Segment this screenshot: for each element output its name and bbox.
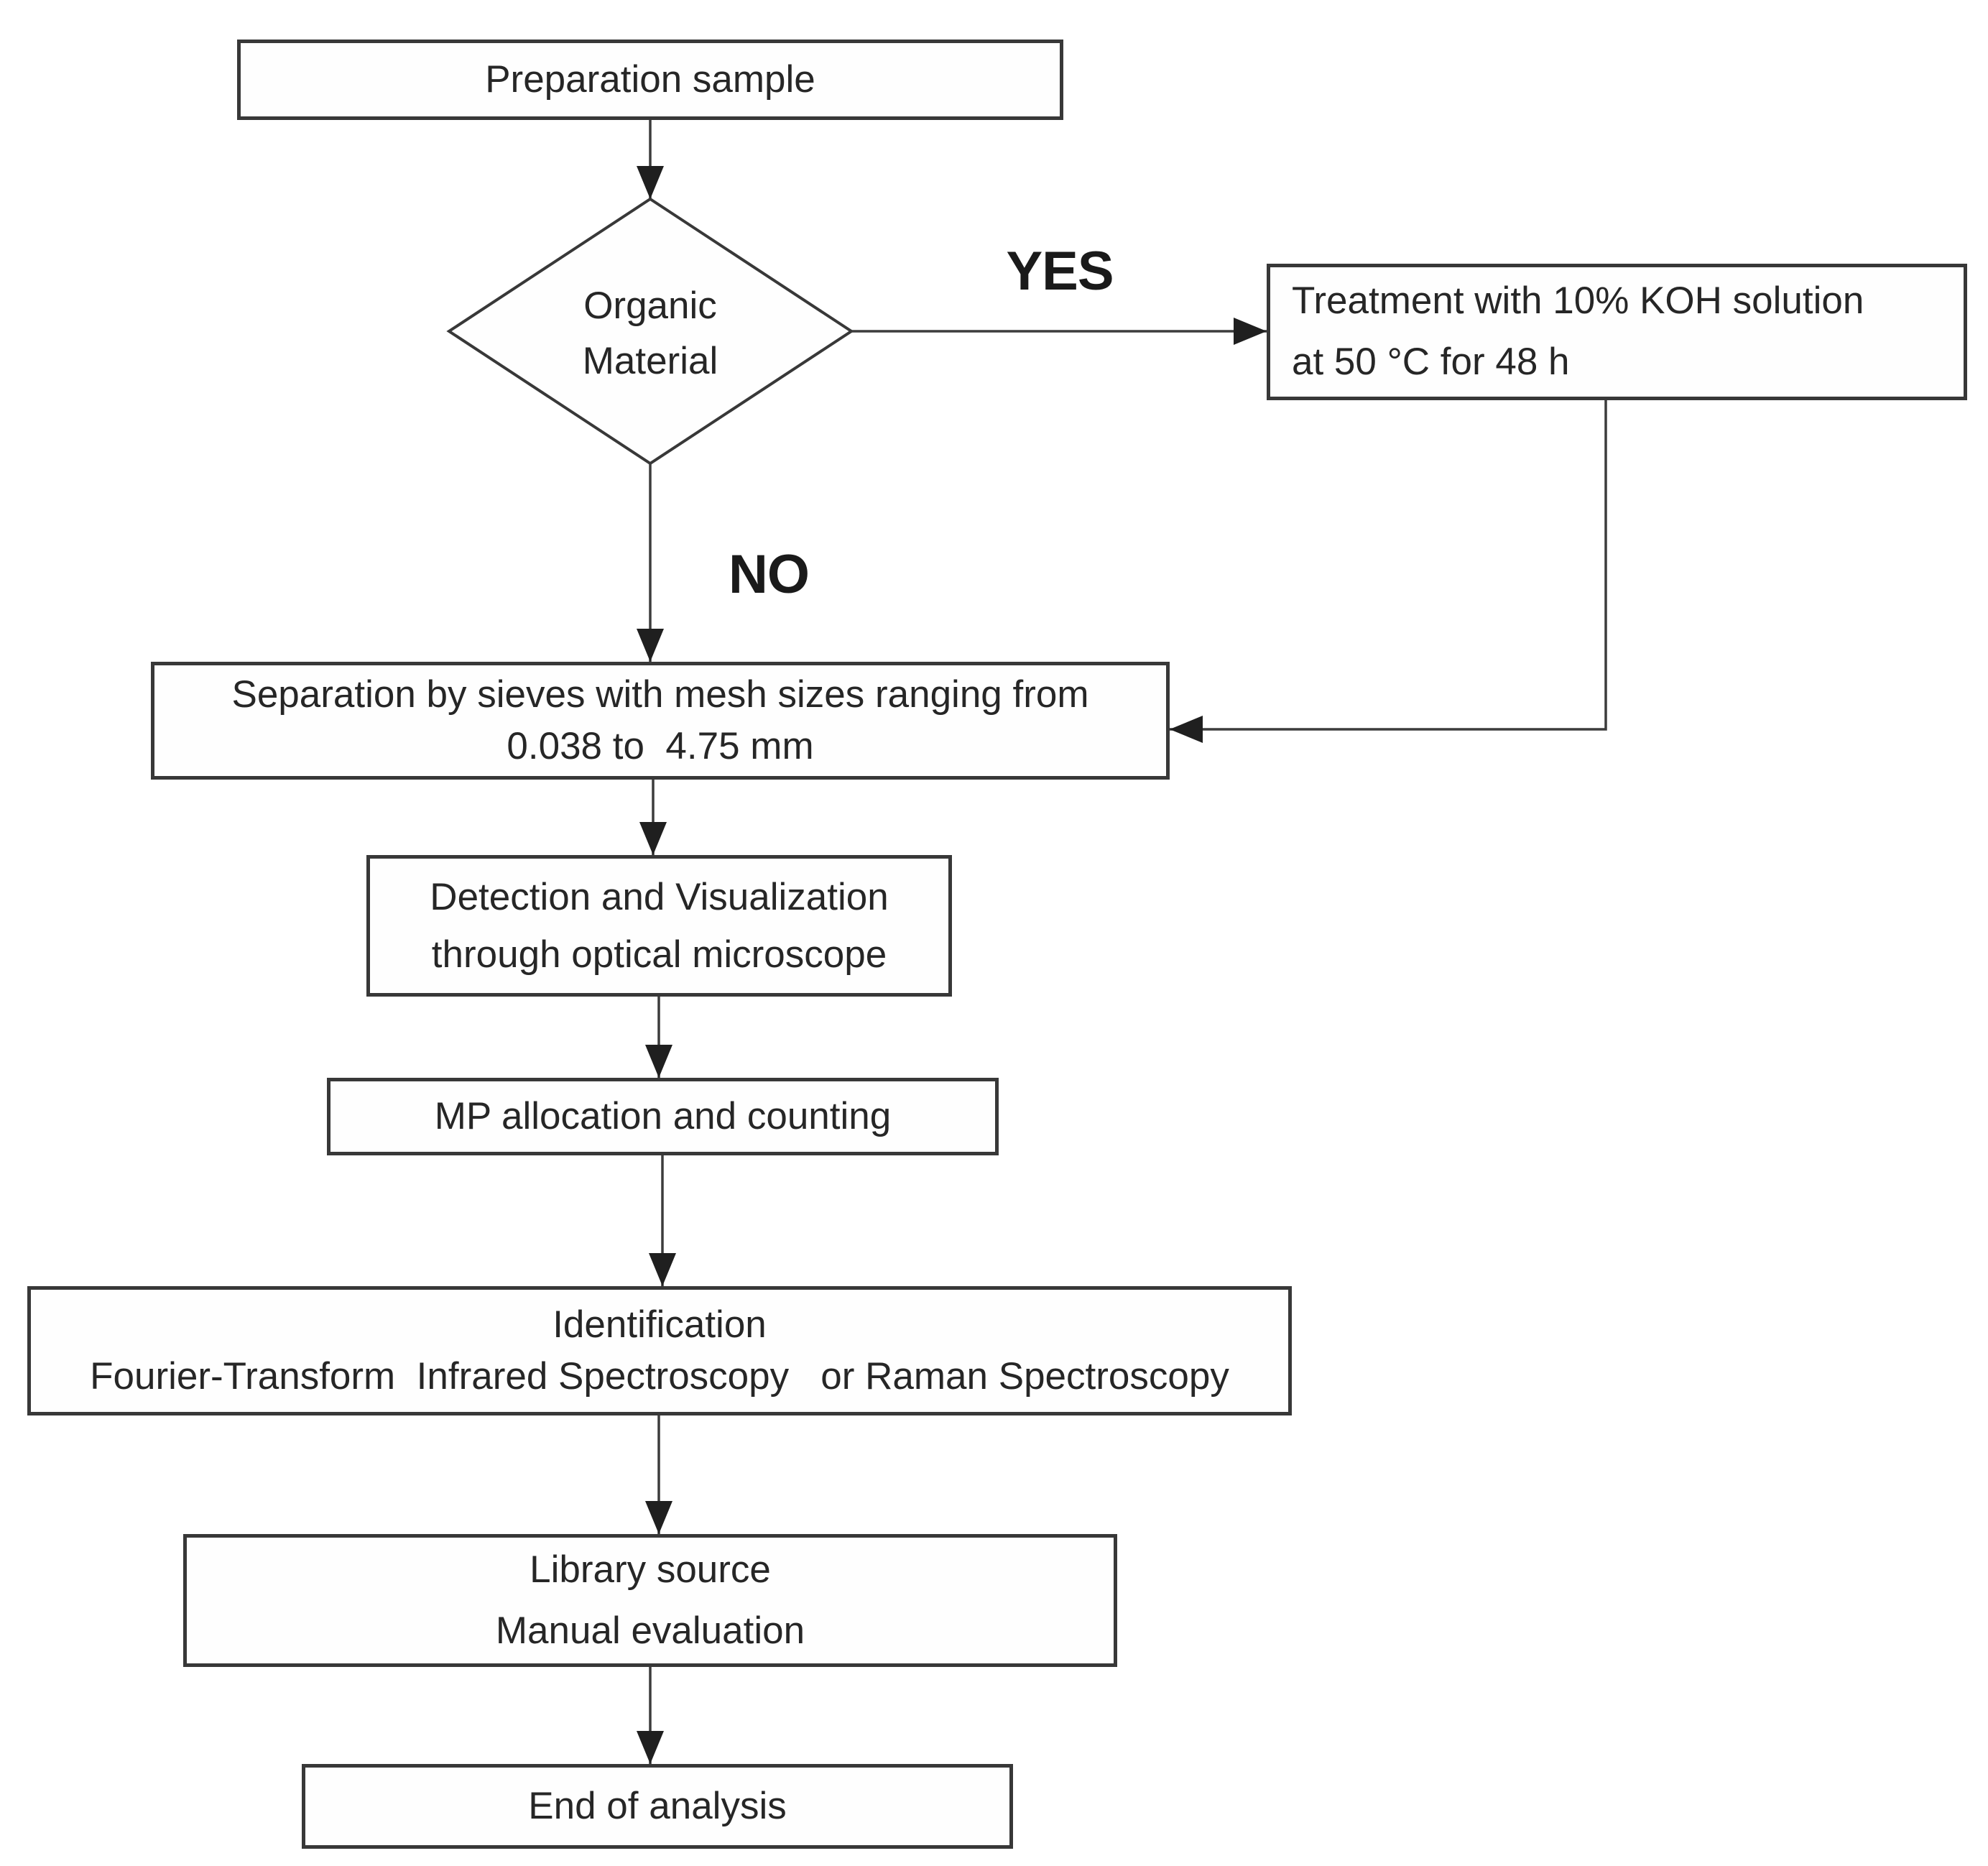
- node-separation: Separation by sieves with mesh sizes ran…: [151, 662, 1170, 780]
- branch-label-no: NO: [729, 544, 810, 605]
- node-end-label: End of analysis: [528, 1784, 787, 1827]
- node-mp-allocation-label: MP allocation and counting: [434, 1094, 892, 1137]
- node-treatment-line2: at 50 °C for 48 h: [1292, 341, 1570, 383]
- node-preparation: Preparation sample: [237, 40, 1063, 120]
- node-identification-line1: Identification: [553, 1303, 767, 1347]
- node-library-line2: Manual evaluation: [495, 1609, 805, 1652]
- branch-label-yes: YES: [1006, 241, 1114, 302]
- node-identification: Identification Fourier-Transform Infrare…: [27, 1286, 1292, 1415]
- node-preparation-label: Preparation sample: [485, 57, 815, 101]
- node-separation-line2: 0.038 to 4.75 mm: [507, 725, 814, 767]
- node-detection-line2: through optical microscope: [431, 933, 887, 976]
- edge-treatment-to-separation: [1170, 400, 1607, 743]
- node-detection: Detection and Visualization through opti…: [366, 855, 952, 997]
- node-detection-line1: Detection and Visualization: [430, 876, 889, 918]
- node-identification-line2: Fourier-Transform Infrared Spectroscopy …: [90, 1355, 1229, 1398]
- node-mp-allocation: MP allocation and counting: [327, 1078, 999, 1155]
- node-organic-decision-line2: Material: [582, 340, 718, 382]
- node-end: End of analysis: [302, 1764, 1013, 1849]
- node-organic-decision: Organic Material: [507, 280, 794, 388]
- node-library-line1: Library source: [530, 1548, 771, 1591]
- node-library: Library source Manual evaluation: [183, 1534, 1117, 1667]
- node-organic-decision-line1: Organic: [583, 285, 717, 328]
- node-separation-line1: Separation by sieves with mesh sizes ran…: [231, 673, 1089, 716]
- node-treatment-line1: Treatment with 10% KOH solution: [1292, 280, 1864, 323]
- node-treatment: Treatment with 10% KOH solution at 50 °C…: [1267, 264, 1967, 400]
